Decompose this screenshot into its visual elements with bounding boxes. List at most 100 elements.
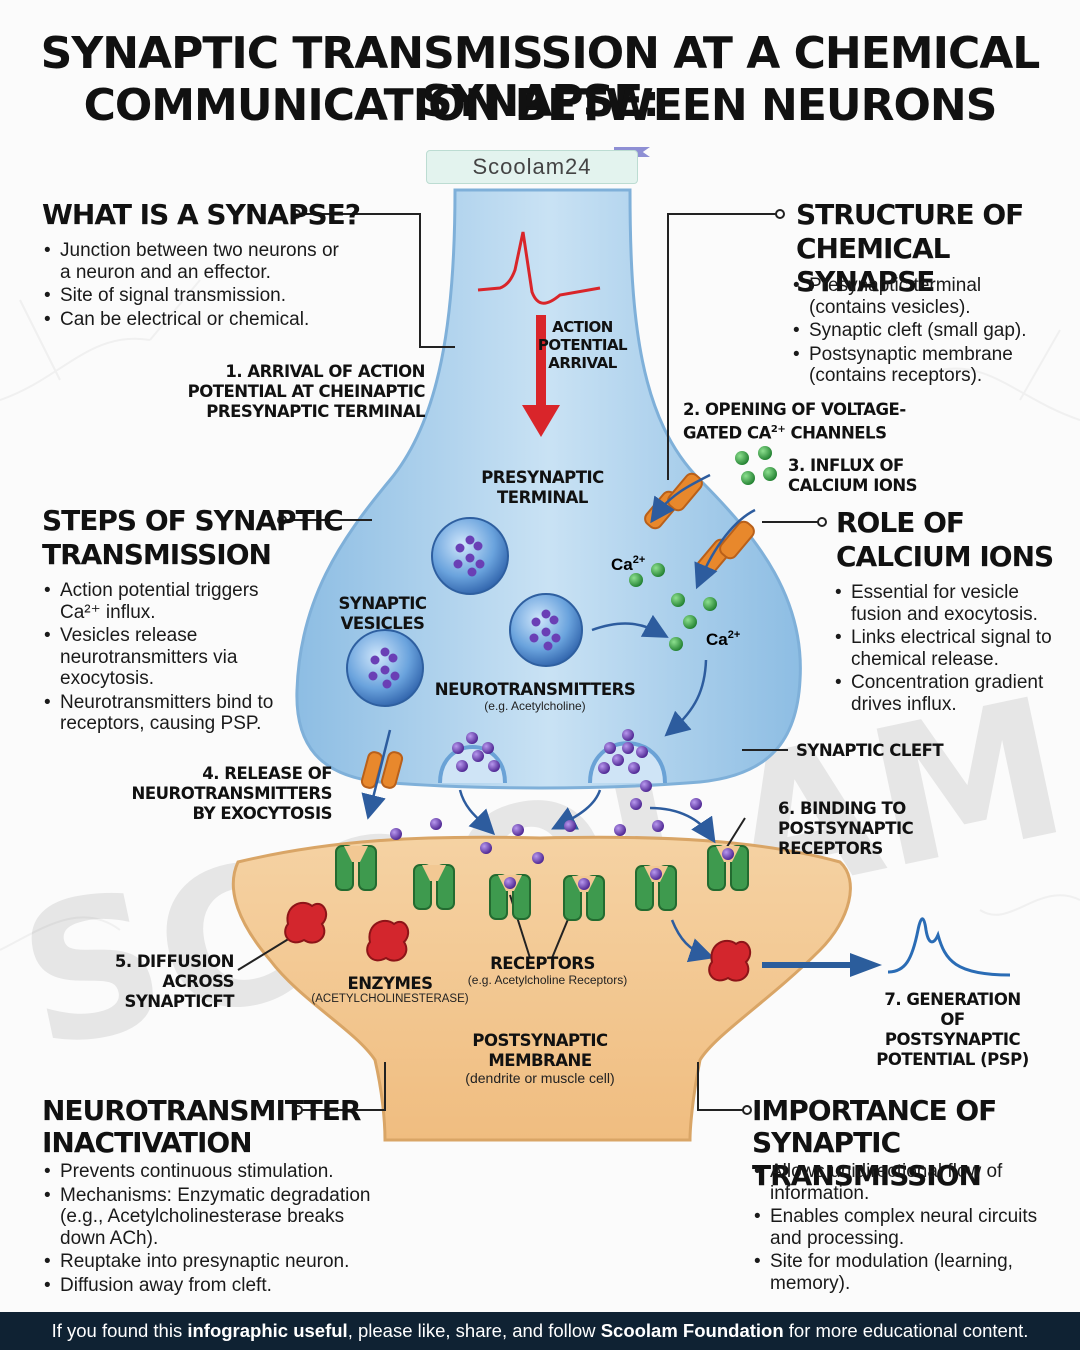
neurotransmitter [390, 828, 402, 840]
brand-badge: Scoolam24 [426, 150, 638, 184]
enzyme [708, 939, 752, 982]
neurotransmitter [482, 742, 494, 754]
enzymes-sublabel: (ACETYLCHOLINESTERASE) [311, 993, 469, 1005]
neurotransmitter [652, 820, 664, 832]
neurotransmitter [532, 852, 544, 864]
list-item: Synaptic cleft (small gap). [793, 320, 1063, 342]
what-is-list: Junction between two neurons or a neuron… [44, 240, 344, 332]
list-item: Concentration gradient drives influx. [835, 672, 1065, 715]
enzyme [366, 919, 410, 962]
list-item: Allows unidirectional flow of informatio… [754, 1161, 1054, 1204]
neurotransmitter [472, 750, 484, 762]
calcium-heading-1: ROLE OF [836, 506, 965, 539]
neurotransmitter [640, 780, 652, 792]
list-item: Neurotransmitters bind to receptors, cau… [44, 692, 299, 735]
receptor [413, 864, 455, 910]
neurotransmitter [612, 754, 624, 766]
neurotransmitter [456, 760, 468, 772]
steps-heading-2: TRANSMISSION [42, 538, 272, 571]
enzymes-label: ENZYMES [347, 974, 433, 993]
list-item: Junction between two neurons or a neuron… [44, 240, 344, 283]
receptor [707, 845, 749, 891]
importance-list: Allows unidirectional flow of informatio… [754, 1161, 1054, 1296]
neurotransmitter [604, 742, 616, 754]
list-item: Reuptake into presynaptic neuron. [44, 1251, 389, 1273]
structure-heading-1: STRUCTURE OF [796, 198, 1024, 231]
enzyme [284, 901, 328, 944]
neurotransmitters-label: NEUROTRANSMITTERS [434, 680, 636, 699]
neurotransmitter [636, 746, 648, 758]
calcium-ion [741, 471, 755, 485]
steps-list: Action potential triggers Ca²⁺ influx. V… [44, 580, 299, 737]
list-item: Prevents continuous stimulation. [44, 1161, 389, 1183]
list-item: Vesicles release neurotransmitters via e… [44, 625, 299, 690]
calcium-label-1: Ca2+ [611, 554, 645, 574]
neurotransmitter [488, 760, 500, 772]
receptors-label: RECEPTORS [490, 954, 595, 973]
neurotransmitter [630, 798, 642, 810]
neurotransmitter [430, 818, 442, 830]
list-item: Site of signal transmission. [44, 285, 344, 307]
callout-lines [237, 209, 827, 1115]
list-item: Enables complex neural circuits and proc… [754, 1206, 1054, 1249]
list-item: Links electrical signal to chemical rele… [835, 627, 1065, 670]
inactivation-heading-2: INACTIVATION [42, 1126, 253, 1159]
title-line-1: SYNAPTIC TRANSMISSION AT A CHEMICAL SYNA… [40, 28, 1041, 127]
postsynaptic-sublabel: (dendrite or muscle cell) [465, 1070, 615, 1086]
calcium-ion [669, 637, 683, 651]
list-item: Action potential triggers Ca²⁺ influx. [44, 580, 299, 623]
calcium-ion [763, 467, 777, 481]
list-item: Mechanisms: Enzymatic degradation (e.g.,… [44, 1185, 389, 1250]
calcium-ion [703, 597, 717, 611]
list-item: Presynaptic terminal (contains vesicles)… [793, 275, 1063, 318]
title-line-2: COMMUNICATION BETWEEN NEURONS [83, 80, 998, 131]
neurotransmitter [614, 824, 626, 836]
neurotransmitter [466, 732, 478, 744]
synaptic-vesicle [431, 517, 509, 595]
neurotransmitter [622, 729, 634, 741]
calcium-heading-2: CALCIUM IONS [836, 540, 1054, 573]
neurotransmitters-sublabel: (e.g. Acetylcholine) [484, 699, 586, 713]
receptor [335, 845, 377, 891]
list-item: Essential for vesicle fusion and exocyto… [835, 582, 1065, 625]
neurotransmitter [628, 762, 640, 774]
calcium-list: Essential for vesicle fusion and exocyto… [835, 582, 1065, 717]
neurotransmitter [452, 742, 464, 754]
list-item: Diffusion away from cleft. [44, 1275, 389, 1297]
neurotransmitter [622, 742, 634, 754]
structure-list: Presynaptic terminal (contains vesicles)… [793, 275, 1063, 389]
neurotransmitter [564, 820, 576, 832]
receptor [563, 875, 605, 921]
inactivation-list: Prevents continuous stimulation. Mechani… [44, 1161, 389, 1298]
calcium-ion [671, 593, 685, 607]
receptors-sublabel: (e.g. Acetylcholine Receptors) [467, 973, 628, 987]
psp-trace [887, 917, 1011, 977]
calcium-label-2: Ca2+ [706, 629, 740, 649]
action-potential-trace [477, 231, 601, 305]
flow-arrows [361, 473, 756, 963]
neurotransmitter [598, 762, 610, 774]
list-item: Can be electrical or chemical. [44, 309, 344, 331]
importance-heading-1: IMPORTANCE OF [752, 1094, 997, 1127]
synaptic-vesicle [346, 629, 424, 707]
footer: If you found this infographic useful, pl… [0, 1312, 1080, 1350]
postsynaptic-membrane [231, 835, 852, 1142]
what-is-heading: WHAT IS A SYNAPSE? [42, 198, 361, 231]
calcium-ion [683, 615, 697, 629]
neurotransmitter [512, 824, 524, 836]
psp-arrow [762, 953, 882, 977]
list-item: Site for modulation (learning, memory). [754, 1251, 1054, 1294]
calcium-ion [651, 563, 665, 577]
calcium-ion [735, 451, 749, 465]
calcium-ion [629, 573, 643, 587]
neurotransmitter [690, 798, 702, 810]
